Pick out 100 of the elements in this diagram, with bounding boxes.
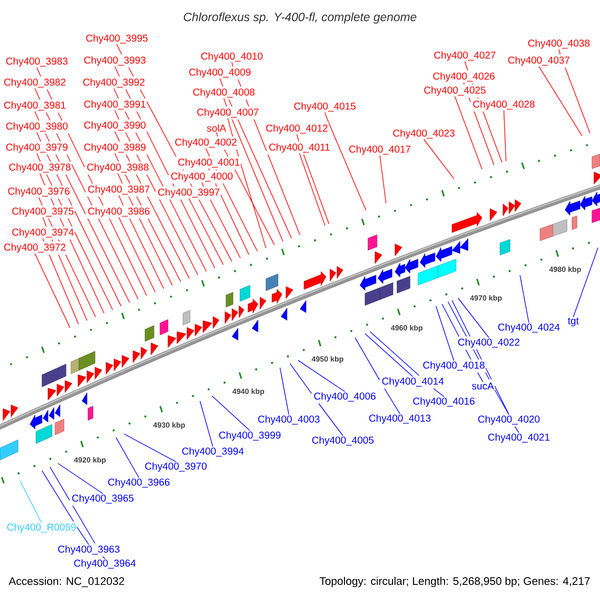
gene-label: Chy400_3970: [145, 462, 207, 472]
gene-label: Chy400_3981: [4, 101, 66, 111]
gene-label: Chy400_4025: [424, 86, 486, 96]
leader-line: [34, 253, 70, 328]
gene-label: Chy400_4013: [369, 414, 431, 424]
gene-label: Chy400_3999: [219, 431, 280, 441]
gene-label: Chy400_3975: [12, 207, 74, 217]
gene-label: solA: [206, 124, 226, 132]
leader-line: [202, 182, 241, 258]
gene-label: Chy400_4026: [433, 72, 495, 82]
leader-line: [124, 434, 176, 462]
leader-line: [38, 197, 96, 318]
gene-label: Chy400_4011: [269, 143, 330, 153]
leader-line: [458, 298, 490, 338]
footer-text: Accession: NC_012032: [8, 576, 124, 588]
leader-line: [114, 88, 207, 272]
leader-line: [503, 110, 506, 162]
gene-label: Chy400_3983: [6, 57, 68, 67]
gene-label: Chy400_4010: [201, 52, 263, 62]
leader-line: [114, 66, 216, 268]
leader-line: [20, 480, 42, 523]
gene-label: Chy400_3982: [4, 78, 66, 88]
gene-label: Chy400_4021: [488, 433, 550, 443]
leader-line: [34, 88, 138, 300]
gene-label: tgt: [568, 318, 579, 326]
gene-label: Chy400_4012: [266, 124, 328, 134]
leader-line: [354, 337, 400, 414]
gene-label: Chy400_3979: [6, 143, 68, 153]
leader-line: [520, 274, 530, 323]
gene-label: Chy400_3995: [86, 34, 148, 44]
gene-label: Chy400_4022: [458, 338, 520, 348]
gene-label: Chy400_3963: [58, 545, 120, 555]
leader-line: [118, 195, 164, 289]
gene-label: Chy400_4024: [498, 323, 560, 333]
gene-label: Chy400_4016: [413, 397, 475, 407]
gene-label: Chy400_4037: [508, 56, 570, 66]
gene-label: Chy400_4005: [312, 436, 374, 446]
gene-label: Chy400_4023: [393, 129, 455, 139]
gene-label: Chy400_3997: [158, 188, 220, 198]
gene-label: Chy400_4002: [175, 138, 236, 148]
leader-line: [364, 333, 414, 377]
gene-label: Chy400_4018: [423, 361, 485, 371]
leader-line: [114, 110, 198, 276]
gene-label: Chy400_3991: [84, 100, 146, 110]
leader-line: [116, 437, 140, 478]
gene-label: Chy400_3990: [84, 121, 146, 131]
leader-line: [58, 463, 104, 494]
gene-label: Chy400_3980: [6, 122, 68, 132]
leader-line: [116, 44, 232, 262]
gene-label: Chy400_3976: [8, 187, 70, 197]
leader-line: [34, 111, 130, 303]
leader-line: [324, 112, 366, 211]
gene-label: Chy400_4008: [193, 88, 255, 98]
gene-label: Chy400_3986: [88, 207, 150, 217]
gene-label: Chy400_4017: [349, 145, 410, 155]
gene-label: Chy400_3965: [72, 494, 134, 504]
leader-line: [232, 62, 300, 236]
gene-label: Chy400_4028: [473, 100, 535, 110]
gene-label: Chy400_3978: [9, 163, 71, 173]
gene-label: sucA: [472, 382, 494, 390]
leader-line: [298, 360, 346, 392]
gene-label: Chy400_4003: [258, 415, 320, 425]
leader-line: [228, 118, 266, 248]
gene-label: Chy400_4000: [171, 172, 233, 182]
leader-line: [463, 82, 494, 166]
leader-line: [572, 247, 598, 318]
leader-line: [36, 67, 148, 296]
leader-line: [50, 466, 106, 559]
gene-label: Chy400_4038: [528, 39, 590, 49]
leader-line: [114, 131, 190, 279]
gene-label: Chy400_4027: [434, 51, 496, 61]
leader-line: [42, 470, 90, 545]
leader-line: [538, 66, 582, 136]
gene-label: Chy400_3994: [182, 447, 244, 457]
leader-line: [36, 132, 122, 307]
leader-line: [188, 198, 224, 266]
leader-line: [448, 301, 510, 415]
gene-label: Chy400_4001: [178, 158, 240, 168]
leader-line: [200, 400, 214, 447]
leader-line: [299, 153, 326, 226]
leader-line: [216, 132, 275, 246]
footer-text: Topology: circular; Length: 5,268,950 bp; Genes: 4,217: [320, 576, 590, 588]
leader-line: [558, 49, 590, 134]
leader-line: [118, 217, 156, 292]
gene-label: Chy400_3993: [84, 56, 146, 66]
gene-label: Chy400_3987: [88, 185, 150, 195]
leader-line: [36, 153, 113, 310]
gene-label: Chy400_3964: [74, 559, 136, 569]
gene-label: Chy400_4007: [197, 108, 258, 118]
leader-line: [423, 139, 454, 180]
gene-label: Chy400_4014: [382, 377, 444, 387]
leader-line: [280, 367, 290, 415]
gene-label: Chy400_4020: [478, 415, 540, 425]
leader-line: [464, 61, 502, 163]
leader-line: [42, 217, 88, 321]
gene-label: Chy400_4009: [189, 68, 250, 78]
leader-line: [290, 363, 344, 436]
leader-line: [296, 134, 330, 224]
leader-line: [206, 148, 258, 252]
title: Chloroflexus sp. Y-400-fl, complete genome: [184, 12, 416, 24]
